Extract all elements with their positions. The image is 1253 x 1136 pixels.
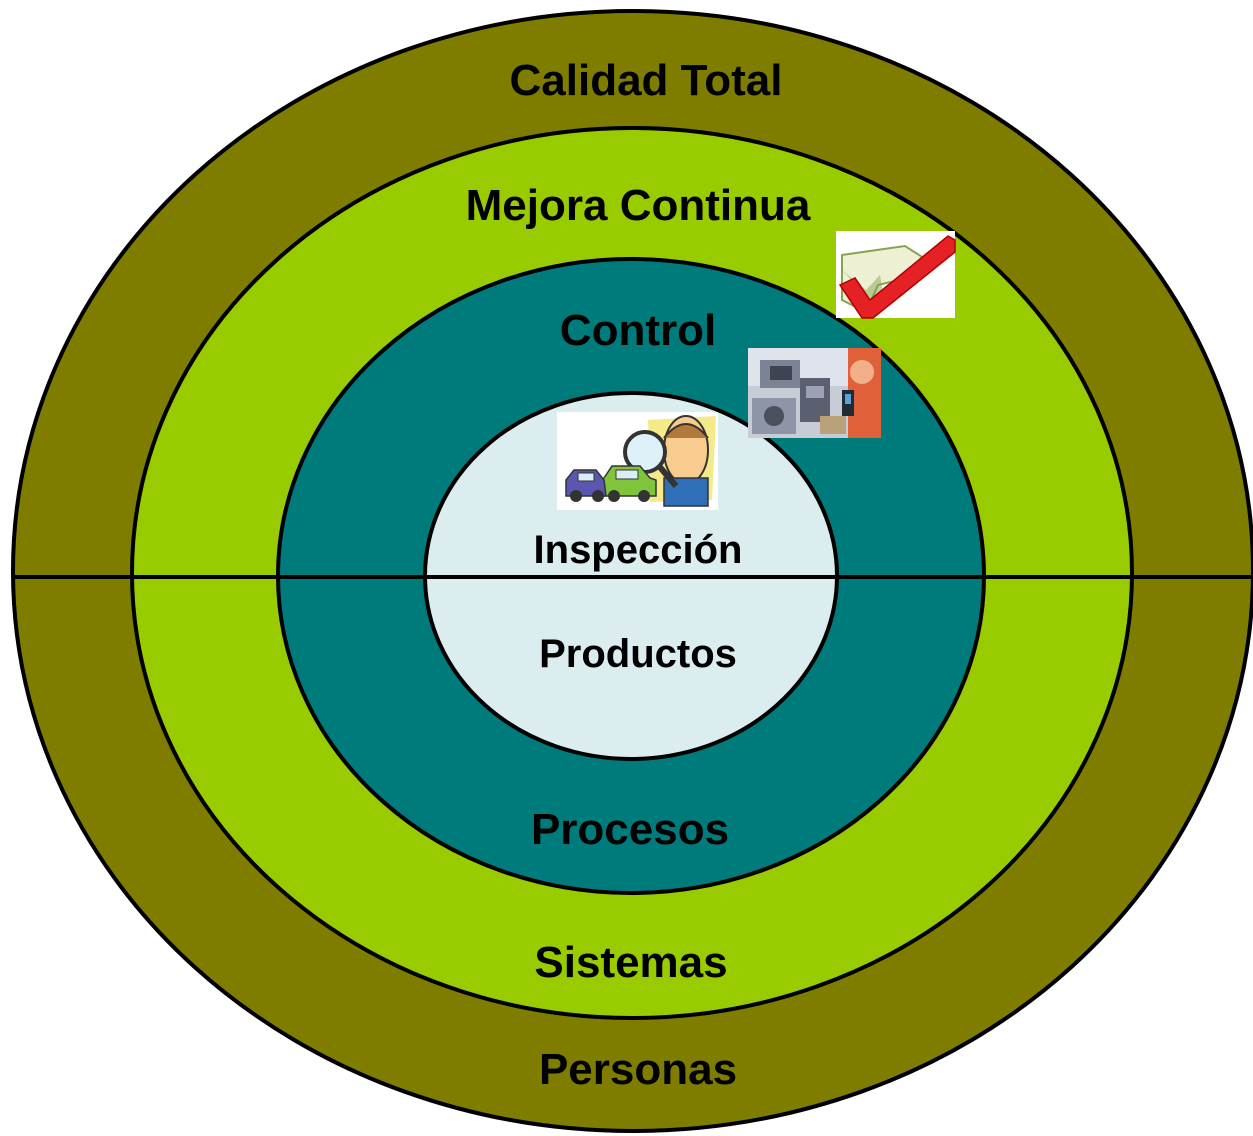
- label-mejora-continua: Mejora Continua: [466, 181, 811, 230]
- label-personas: Personas: [539, 1045, 737, 1094]
- label-productos: Productos: [539, 632, 737, 676]
- label-inspeccion: Inspección: [534, 528, 743, 572]
- checkmark-icon: [836, 231, 956, 319]
- machinery-photo-icon: [748, 348, 881, 438]
- label-calidad-total: Calidad Total: [510, 56, 783, 105]
- magnifying-glass-inspection-icon: [557, 412, 718, 510]
- label-control: Control: [560, 306, 716, 355]
- label-procesos: Procesos: [531, 805, 729, 854]
- label-sistemas: Sistemas: [534, 938, 727, 987]
